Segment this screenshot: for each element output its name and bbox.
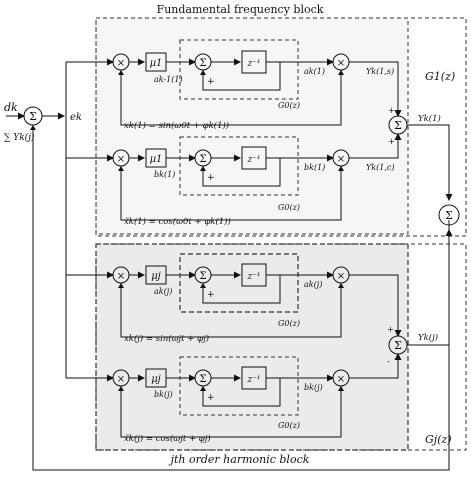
svg-text:G0(z): G0(z) <box>278 203 300 212</box>
svg-text:Σ: Σ <box>445 209 453 222</box>
svg-text:+: + <box>207 393 215 403</box>
svg-text:Σ: Σ <box>394 339 402 352</box>
svg-text:+: + <box>207 173 215 183</box>
g0-box-2 <box>179 136 299 196</box>
yj-output-label: Yk(j) <box>418 332 438 343</box>
gj-outer-border <box>95 243 467 451</box>
row-2: × μ1 bk(1) Σ z⁻¹ + bk(1) G0(z) × Yk(1,c)… <box>66 133 402 227</box>
svg-text:Σ: Σ <box>199 154 206 165</box>
signal-label-2: Yk(1,c) <box>366 163 394 172</box>
svg-text:z⁻¹: z⁻¹ <box>246 155 260 165</box>
state-label-4: bk(j) <box>154 390 173 399</box>
svg-text:+: + <box>207 290 215 300</box>
svg-text:μj: μj <box>151 374 161 385</box>
svg-text:z⁻¹: z⁻¹ <box>246 272 260 282</box>
ref-label-1: xk(1) = sin(ω0t + φk(1)) <box>124 120 229 131</box>
out-label-3: ak(j) <box>304 280 322 289</box>
out-label-4: bk(j) <box>304 383 323 392</box>
svg-text:+: + <box>207 77 215 87</box>
ref-label-2: x̃k(1) = cos(ω0t + φk(1)) <box>124 216 231 227</box>
feedback-label: ∑ Yk(j) <box>4 132 35 143</box>
ref-label-3: xk(j) = sin(ωjt + φj) <box>124 333 209 344</box>
svg-text:Σ: Σ <box>394 119 402 132</box>
svg-text:Σ: Σ <box>199 374 206 385</box>
svg-text:-: - <box>387 357 390 366</box>
gj-label: Gj(z) <box>425 433 452 446</box>
ref-label-4: x̃k(j) = cos(ωjt + φj) <box>124 433 211 444</box>
svg-text:μ1: μ1 <box>150 154 163 165</box>
svg-text:G0(z): G0(z) <box>278 101 300 110</box>
g0-box-4 <box>179 356 299 416</box>
row-3: × μj ak(j) Σ z⁻¹ + ak(j) G0(z) × xk(j) =… <box>66 253 402 344</box>
out-label-1: ak(1) <box>304 67 325 76</box>
svg-text:Σ: Σ <box>199 271 206 282</box>
g0-box-1 <box>179 39 299 100</box>
svg-text:z⁻¹: z⁻¹ <box>246 375 260 385</box>
top-block-bg <box>96 18 408 234</box>
g1-label: G1(z) <box>425 70 455 83</box>
harmonic-block-title: jth order harmonic block <box>168 453 310 466</box>
row-1: × μ1 ak-1(1) Σ z⁻¹ + ak(1) G0(z) × Yk(1,… <box>66 39 402 131</box>
state-label-3: ak(j) <box>154 287 172 296</box>
svg-text:+: + <box>388 106 395 115</box>
feedback-arrow <box>30 125 36 130</box>
svg-text:×: × <box>117 58 125 69</box>
input-sum-symbol: Σ <box>29 110 37 123</box>
input-d-label: dk <box>4 101 18 114</box>
row-4: × μj bk(j) Σ z⁻¹ + bk(j) G0(z) × x̃k(j) … <box>66 353 402 444</box>
output-sum-node <box>438 204 460 226</box>
svg-text:+: + <box>387 325 394 334</box>
state-label-2: bk(1) <box>154 170 175 179</box>
ref-line-2 <box>120 166 342 221</box>
svg-text:×: × <box>337 154 345 165</box>
out-label-2: bk(1) <box>304 163 325 172</box>
svg-text:×: × <box>117 374 125 385</box>
bottom-block-bg <box>96 244 408 450</box>
svg-text:×: × <box>117 271 125 282</box>
fundamental-block-title: Fundamental frequency block <box>157 3 324 16</box>
svg-text:G0(z): G0(z) <box>278 319 300 328</box>
ref-line-3 <box>120 283 342 338</box>
svg-text:Σ: Σ <box>199 58 206 69</box>
ref-line-4 <box>120 386 342 438</box>
svg-text:×: × <box>337 374 345 385</box>
svg-text:×: × <box>337 58 345 69</box>
state-label-1: ak-1(1) <box>154 75 183 84</box>
error-label: ek <box>70 112 82 123</box>
ref-line-1 <box>120 70 342 126</box>
svg-text:×: × <box>337 271 345 282</box>
svg-text:μj: μj <box>151 271 161 282</box>
g0-box-3 <box>179 253 299 313</box>
svg-text:G0(z): G0(z) <box>278 421 300 430</box>
g1-outer-border <box>95 17 467 237</box>
signal-label-1: Yk(1,s) <box>366 67 394 76</box>
svg-text:z⁻¹: z⁻¹ <box>246 59 260 69</box>
svg-text:×: × <box>117 154 125 165</box>
y1-output-label: Yk(1) <box>418 113 441 124</box>
svg-text:μ1: μ1 <box>150 58 163 69</box>
svg-text:+: + <box>388 137 395 146</box>
